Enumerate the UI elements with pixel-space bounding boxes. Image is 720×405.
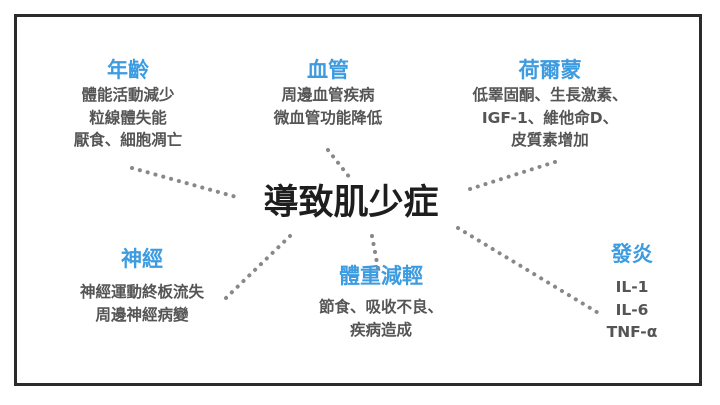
factor-age-line: 體能活動減少 (81, 86, 175, 104)
factor-age-line: 厭食、細胞凋亡 (73, 131, 183, 149)
factor-hormone-line: IGF-1、維他命D、 (481, 108, 619, 127)
factor-hormone: 荷爾蒙 低睪固酮、生長激素、 IGF-1、維他命D、 皮質素增加 (452, 56, 648, 152)
connector-inflammation (456, 226, 602, 316)
factor-hormone-line: 低睪固酮、生長激素、 (472, 86, 628, 104)
factor-inflammation-line: TNF-α (606, 323, 658, 341)
factor-vascular: 血管 周邊血管疾病 微血管功能降低 (246, 56, 410, 129)
factor-nerve-title: 神經 (121, 247, 163, 271)
factor-inflammation: 發炎 IL-1 IL-6 TNF-α (586, 240, 678, 344)
factor-weight-loss-line: 疾病造成 (349, 320, 412, 339)
factor-inflammation-title: 發炎 (611, 242, 653, 266)
factor-age-line: 粒線體失能 (89, 108, 167, 127)
factor-hormone-line: 皮質素增加 (511, 131, 589, 149)
factor-weight-loss-title: 體重減輕 (339, 264, 423, 288)
connector-age (130, 166, 242, 200)
factor-vascular-line: 微血管功能降低 (273, 108, 383, 127)
connector-weight-loss (370, 234, 380, 270)
connector-vascular (326, 148, 352, 180)
connector-nerve (224, 234, 292, 300)
factor-vascular-title: 血管 (307, 58, 349, 82)
factor-weight-loss: 體重減輕 節食、吸收不良、 疾病造成 (296, 262, 466, 341)
factor-nerve: 神經 神經運動終板流失 周邊神經病變 (50, 245, 234, 326)
diagram-frame (14, 14, 702, 386)
connector-hormone (468, 159, 560, 191)
factor-age: 年齡 體能活動減少 粒線體失能 厭食、細胞凋亡 (48, 56, 208, 152)
factor-inflammation-line: IL-1 (615, 278, 649, 296)
factor-hormone-title: 荷爾蒙 (518, 58, 582, 82)
factor-nerve-line: 周邊神經病變 (95, 305, 189, 324)
factor-weight-loss-line: 節食、吸收不良、 (318, 298, 443, 316)
central-topic: 導致肌少症 (263, 183, 439, 223)
factor-vascular-line: 周邊血管疾病 (281, 86, 375, 104)
factor-inflammation-line: IL-6 (615, 300, 649, 319)
factor-nerve-line: 神經運動終板流失 (79, 283, 204, 301)
factor-age-title: 年齡 (107, 58, 149, 82)
